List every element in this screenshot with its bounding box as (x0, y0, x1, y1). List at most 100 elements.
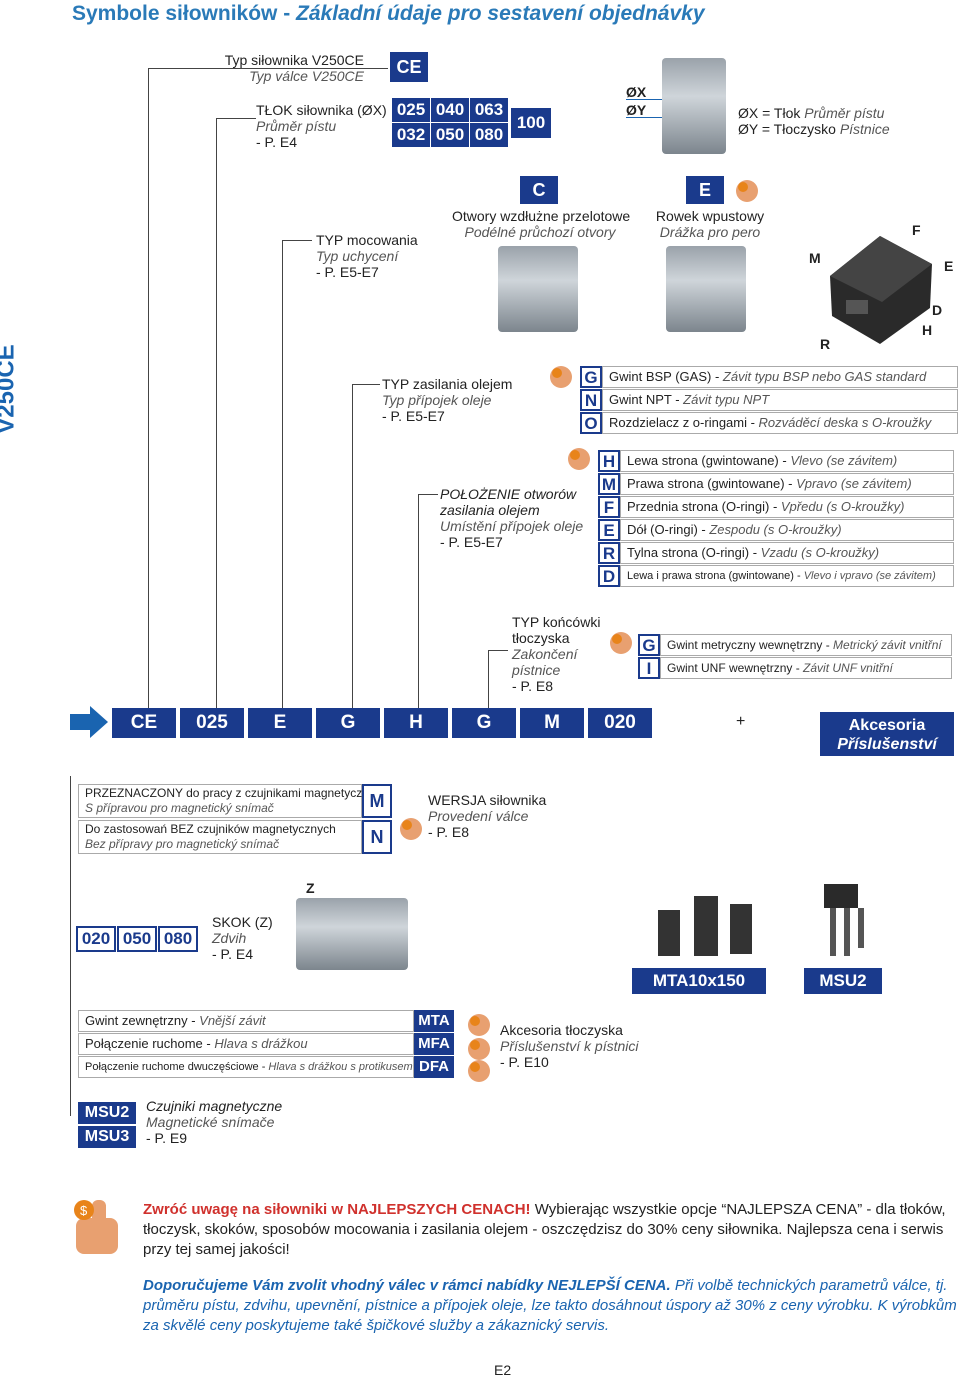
rod-accessory-row: Gwint zewnętrzny - Vnější závit (78, 1010, 414, 1032)
code-msu3[interactable]: MSU3 (78, 1126, 136, 1148)
oy-label: ØY (626, 102, 647, 118)
zasilania-row: Rozdzielacz z o-ringami - Rozváděcí desk… (602, 412, 958, 434)
stroke-image (296, 898, 408, 970)
polozenie-row: Dół (O-ringi) - Zespodu (s O-kroužky) (620, 519, 954, 541)
connector (352, 384, 353, 716)
tlok-code-100[interactable]: 100 (511, 108, 551, 138)
order-field[interactable]: CE (112, 708, 176, 738)
tlok-code[interactable]: 080 (470, 123, 508, 147)
order-field[interactable]: G (316, 708, 380, 738)
polozenie-row: Tylna strona (O-ringi) - Vzadu (s O-krou… (620, 542, 954, 564)
code-d[interactable]: D (598, 565, 620, 587)
sensor-image (818, 880, 878, 960)
code-n[interactable]: N (580, 389, 602, 411)
rod-end-image (650, 890, 760, 960)
polozenie-row: Lewa i prawa strona (gwintowane) - Vlevo… (620, 565, 954, 587)
mta-label[interactable]: MTA10x150 (632, 968, 766, 994)
zasilania-row: Gwint NPT - Závit typu NPT (602, 389, 958, 411)
best-price-icon (608, 630, 634, 656)
connector (418, 494, 438, 495)
best-price-icon (398, 816, 424, 842)
tlok-codes: 025 040 063 032 050 080 (392, 98, 508, 147)
face-m: M (809, 250, 821, 266)
typ-code: CE (390, 52, 428, 82)
mount-e-image (666, 246, 746, 332)
promo-cz: Doporučujeme Vám zvolit vhodný válec v r… (143, 1277, 957, 1334)
face-h: H (922, 322, 933, 338)
code-mta[interactable]: MTA (414, 1010, 454, 1032)
title-pl: Symbole siłowników - (72, 2, 297, 25)
connector (282, 240, 283, 716)
diam-legend: ØX = Tłok Průměr pístu ØY = Tłoczysko Pí… (738, 105, 890, 137)
order-field[interactable]: 025 (180, 708, 244, 738)
connector (488, 650, 508, 651)
thumbs-up-icon: $ (70, 1196, 126, 1258)
order-code: CE 025 E G H G M 020 (112, 708, 652, 738)
order-field[interactable]: 020 (588, 708, 652, 738)
mount-code-e[interactable]: E (686, 176, 724, 204)
connector (148, 68, 149, 716)
best-price-icon (734, 178, 760, 204)
code-r[interactable]: R (598, 542, 620, 564)
koncowki-row: Gwint UNF wewnętrzny - Závit UNF vnitřní (660, 657, 952, 679)
connector (216, 118, 256, 119)
polozenie-row: Lewa strona (gwintowane) - Vlevo (se záv… (620, 450, 954, 472)
stroke-code[interactable]: 050 (117, 926, 157, 952)
koncowki-row: Gwint metryczny wewnętrzny - Metrický zá… (660, 634, 952, 656)
mount-code-c[interactable]: C (520, 176, 558, 204)
order-field[interactable]: G (452, 708, 516, 738)
stroke-code[interactable]: 080 (158, 926, 198, 952)
msu-label[interactable]: MSU2 (804, 968, 882, 994)
tlok-code[interactable]: 032 (392, 123, 430, 147)
polozenie-row: Przednia strona (O-ringi) - Vpředu (s O-… (620, 496, 954, 518)
tlok-code[interactable]: 063 (470, 98, 508, 122)
code-h[interactable]: H (598, 450, 620, 472)
connector (282, 240, 312, 241)
code-g-rod[interactable]: G (638, 634, 660, 656)
stroke-code[interactable]: 020 (76, 926, 116, 952)
order-field[interactable]: M (520, 708, 584, 738)
face-r: R (820, 336, 831, 352)
code-i-rod[interactable]: I (638, 657, 660, 679)
best-price-icon (566, 446, 592, 472)
face-e: E (944, 258, 954, 274)
polozenie-row: Prawa strona (gwintowane) - Vpravo (se z… (620, 473, 954, 495)
code-mfa[interactable]: MFA (414, 1033, 454, 1055)
code-o[interactable]: O (580, 412, 602, 434)
code-e[interactable]: E (598, 519, 620, 541)
order-field[interactable]: H (384, 708, 448, 738)
sensor-codes: MSU2 MSU3 (78, 1102, 136, 1148)
tlok-code[interactable]: 040 (431, 98, 469, 122)
rod-accessory-row: Połączenie ruchome dwuczęściowe - Hlava … (78, 1056, 414, 1078)
code-msu2[interactable]: MSU2 (78, 1102, 136, 1124)
pointer-line (626, 99, 692, 100)
connector (70, 776, 71, 1116)
tlok-code[interactable]: 025 (392, 98, 430, 122)
code-f[interactable]: F (598, 496, 620, 518)
code-n-version[interactable]: N (362, 820, 392, 854)
code-g[interactable]: G (580, 366, 602, 388)
order-field[interactable]: E (248, 708, 312, 738)
connector (148, 68, 388, 69)
connector (418, 494, 419, 716)
sensor-prep-row: PRZEZNACZONY do pracy z czujnikami magne… (78, 784, 388, 818)
tlok-code[interactable]: 050 (431, 123, 469, 147)
code-m[interactable]: M (598, 473, 620, 495)
pointer-line (626, 117, 692, 118)
code-dfa[interactable]: DFA (414, 1056, 454, 1078)
best-price-icon (466, 1036, 492, 1062)
title-cz: Základní údaje pro sestavení objednávky (296, 2, 705, 25)
code-m-version[interactable]: M (362, 784, 392, 818)
ox-label: ØX (626, 84, 647, 100)
